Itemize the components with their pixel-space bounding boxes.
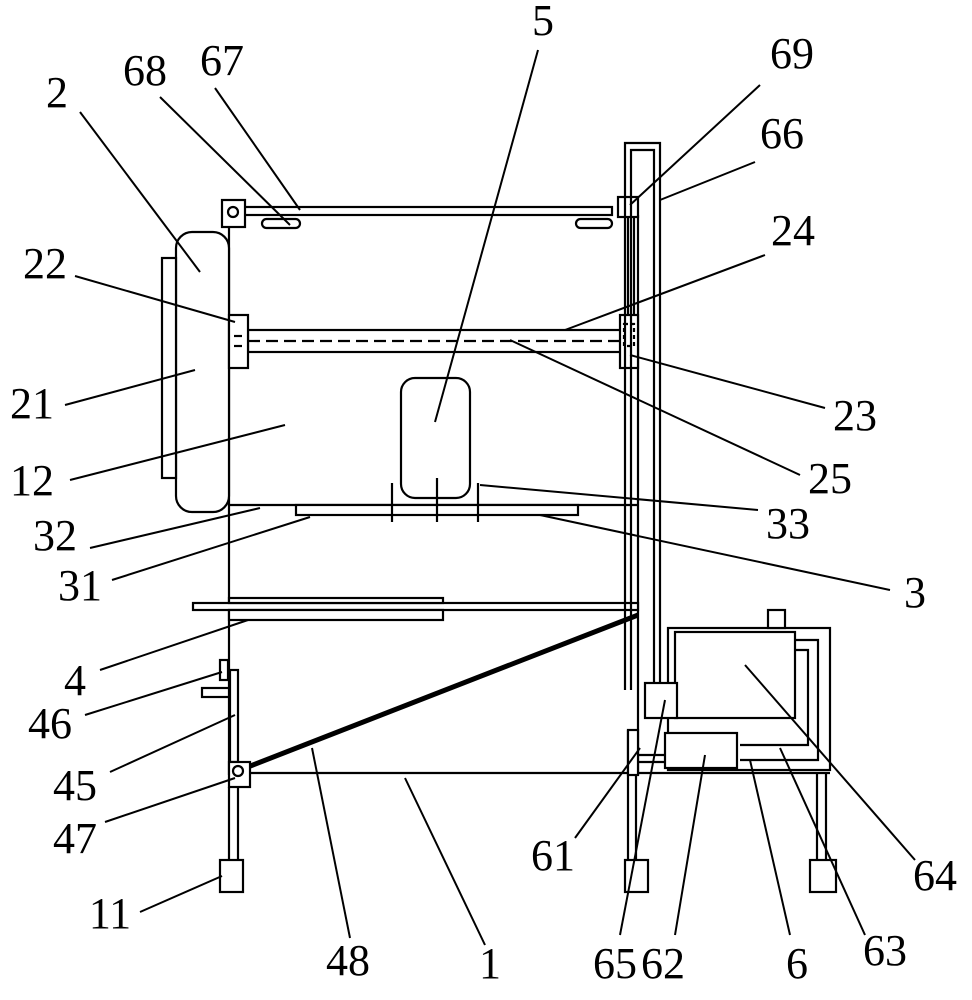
pump-65	[643, 681, 679, 720]
label-31: 31	[58, 561, 102, 610]
top-bar	[220, 195, 640, 315]
label-66: 66	[760, 109, 804, 158]
label-25: 25	[808, 454, 852, 503]
leader-lines	[64, 49, 916, 946]
label-45: 45	[53, 761, 97, 810]
rod-24	[227, 313, 640, 370]
label-61: 61	[531, 831, 575, 880]
label-12: 12	[10, 456, 54, 505]
label-6: 6	[786, 939, 808, 988]
plate-21	[160, 256, 178, 480]
label-4: 4	[64, 656, 86, 705]
label-2: 2	[46, 68, 68, 117]
label-33: 33	[766, 499, 810, 548]
object-5	[399, 376, 472, 500]
label-5: 5	[532, 0, 554, 45]
label-11: 11	[89, 889, 131, 938]
diagonal-strut-48	[239, 612, 639, 773]
label-62: 62	[641, 939, 685, 988]
label-68: 68	[123, 46, 167, 95]
label-32: 32	[33, 511, 77, 560]
tank-64	[626, 608, 832, 777]
label-24: 24	[771, 206, 815, 255]
label-22: 22	[23, 239, 67, 288]
label-23: 23	[833, 391, 877, 440]
lever-45	[200, 658, 252, 789]
label-1: 1	[479, 939, 501, 988]
label-21: 21	[10, 379, 54, 428]
label-47: 47	[53, 814, 97, 863]
pipe-66	[623, 141, 662, 690]
plate-4	[191, 596, 640, 622]
shelf-3	[229, 478, 638, 522]
reference-labels: 2 68 67 5 69 66 24 22 23 21 12 25 32 33 …	[10, 0, 957, 988]
label-64: 64	[913, 851, 957, 900]
label-63: 63	[863, 926, 907, 975]
motor-62	[663, 731, 739, 770]
label-65: 65	[593, 939, 637, 988]
label-69: 69	[770, 29, 814, 78]
label-48: 48	[326, 936, 370, 985]
label-46: 46	[28, 699, 72, 748]
label-67: 67	[200, 36, 244, 85]
label-3: 3	[904, 568, 926, 617]
